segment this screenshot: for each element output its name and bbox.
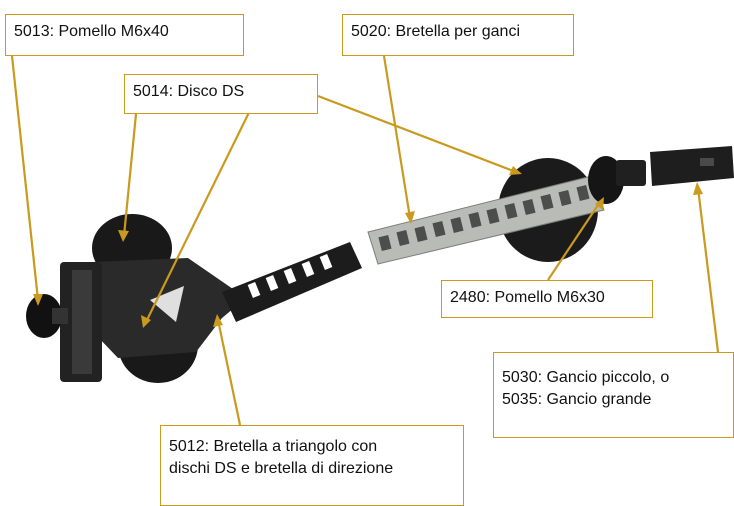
triangle-inner-cutout [150,286,184,322]
callout-text-line1: 5012: Bretella a triangolo con [169,438,378,455]
leader-5030 [696,187,720,353]
knob-m6x40 [26,294,62,338]
callout-text: 5014: Disco DS [133,83,245,100]
callout-text-line2: 5035: Gancio grande [502,391,652,408]
leader-2480 [547,201,601,281]
small-connector [616,160,646,186]
triangle-strap-assembly [26,214,362,383]
leader-5014-right [317,94,517,174]
leader-5012 [216,319,242,426]
callout-knob-m6x30: 2480: Pomello M6x30 [441,280,653,318]
leader-lines [10,55,720,426]
callout-hooks: 5030: Gancio piccolo, o 5035: Gancio gra… [493,352,734,438]
leader-5020 [382,55,412,219]
callout-text: 2480: Pomello M6x30 [450,289,605,306]
callout-text: 5013: Pomello M6x40 [14,23,169,40]
knob-m6x40-shaft [52,308,68,324]
callout-text-line2: dischi DS e bretella di direzione [169,460,394,477]
metal-strap-slots [378,184,590,252]
leader-5013 [10,55,40,301]
callout-triangle-strap: 5012: Bretella a triangolo con dischi DS… [160,425,464,506]
leader-arrowheads [33,166,703,328]
callout-text: 5020: Bretella per ganci [351,23,520,40]
clamp-bar-inner [72,270,92,374]
callout-disc-ds: 5014: Disco DS [124,74,318,114]
leader-5014-lower [145,85,263,323]
callout-hook-strap: 5020: Bretella per ganci [342,14,574,56]
direction-strap-slots [247,254,333,298]
callout-text-line1: 5030: Gancio piccolo, o [502,369,670,386]
knob-m6x30 [588,156,624,204]
leader-5014-upper [122,113,138,237]
hook-strap-assembly [367,146,734,265]
hook-piece-slot [700,158,714,166]
callout-knob-m6x40: 5013: Pomello M6x40 [5,14,244,56]
hook-piece [650,146,734,186]
